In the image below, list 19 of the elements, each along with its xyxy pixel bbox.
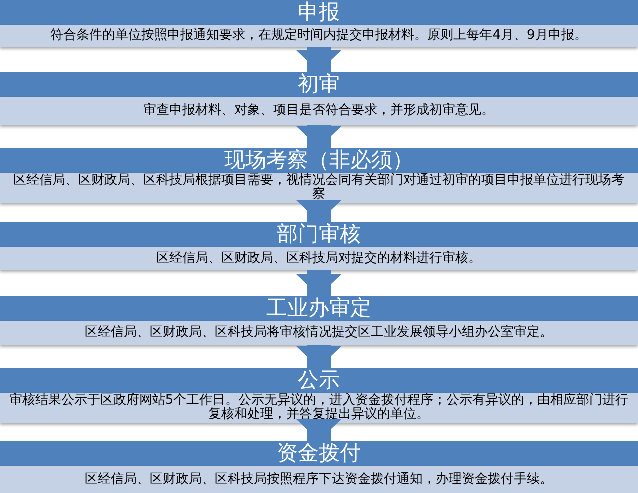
arrow <box>296 270 342 296</box>
arrow <box>296 200 342 222</box>
stage-description: 符合条件的单位按照申报通知要求，在规定时间内提交申报材料。原则上每年4月、9月申报。 <box>0 25 638 47</box>
stage-header: 初审 <box>0 72 638 97</box>
stage-description: 区经信局、区财政局、区科技局对提交的材料进行审核。 <box>0 247 638 270</box>
stage-description: 区经信局、区财政局、区科技局按照程序下达资金拨付通知，办理资金拨付手续。 <box>0 466 638 493</box>
arrow <box>296 345 342 368</box>
stage-header: 现场考察（非必须） <box>0 148 638 173</box>
stage-header: 部门审核 <box>0 222 638 247</box>
arrow <box>296 419 342 441</box>
stage-header: 公示 <box>0 368 638 393</box>
arrow <box>296 47 342 72</box>
stage-description: 区经信局、区财政局、区科技局根据项目需要，视情况会同有关部门对通过初审的项目申报单位进行现场考察 <box>0 173 638 203</box>
arrow <box>296 125 342 148</box>
stage-header: 资金拨付 <box>0 441 638 466</box>
stage-header: 工业办审定 <box>0 296 638 321</box>
stage-description: 审查申报材料、对象、项目是否符合要求，并形成初审意见。 <box>0 97 638 125</box>
stage-header: 申报 <box>0 0 638 25</box>
stage-description: 区经信局、区财政局、区科技局将审核情况提交区工业发展领导小组办公室审定。 <box>0 321 638 345</box>
